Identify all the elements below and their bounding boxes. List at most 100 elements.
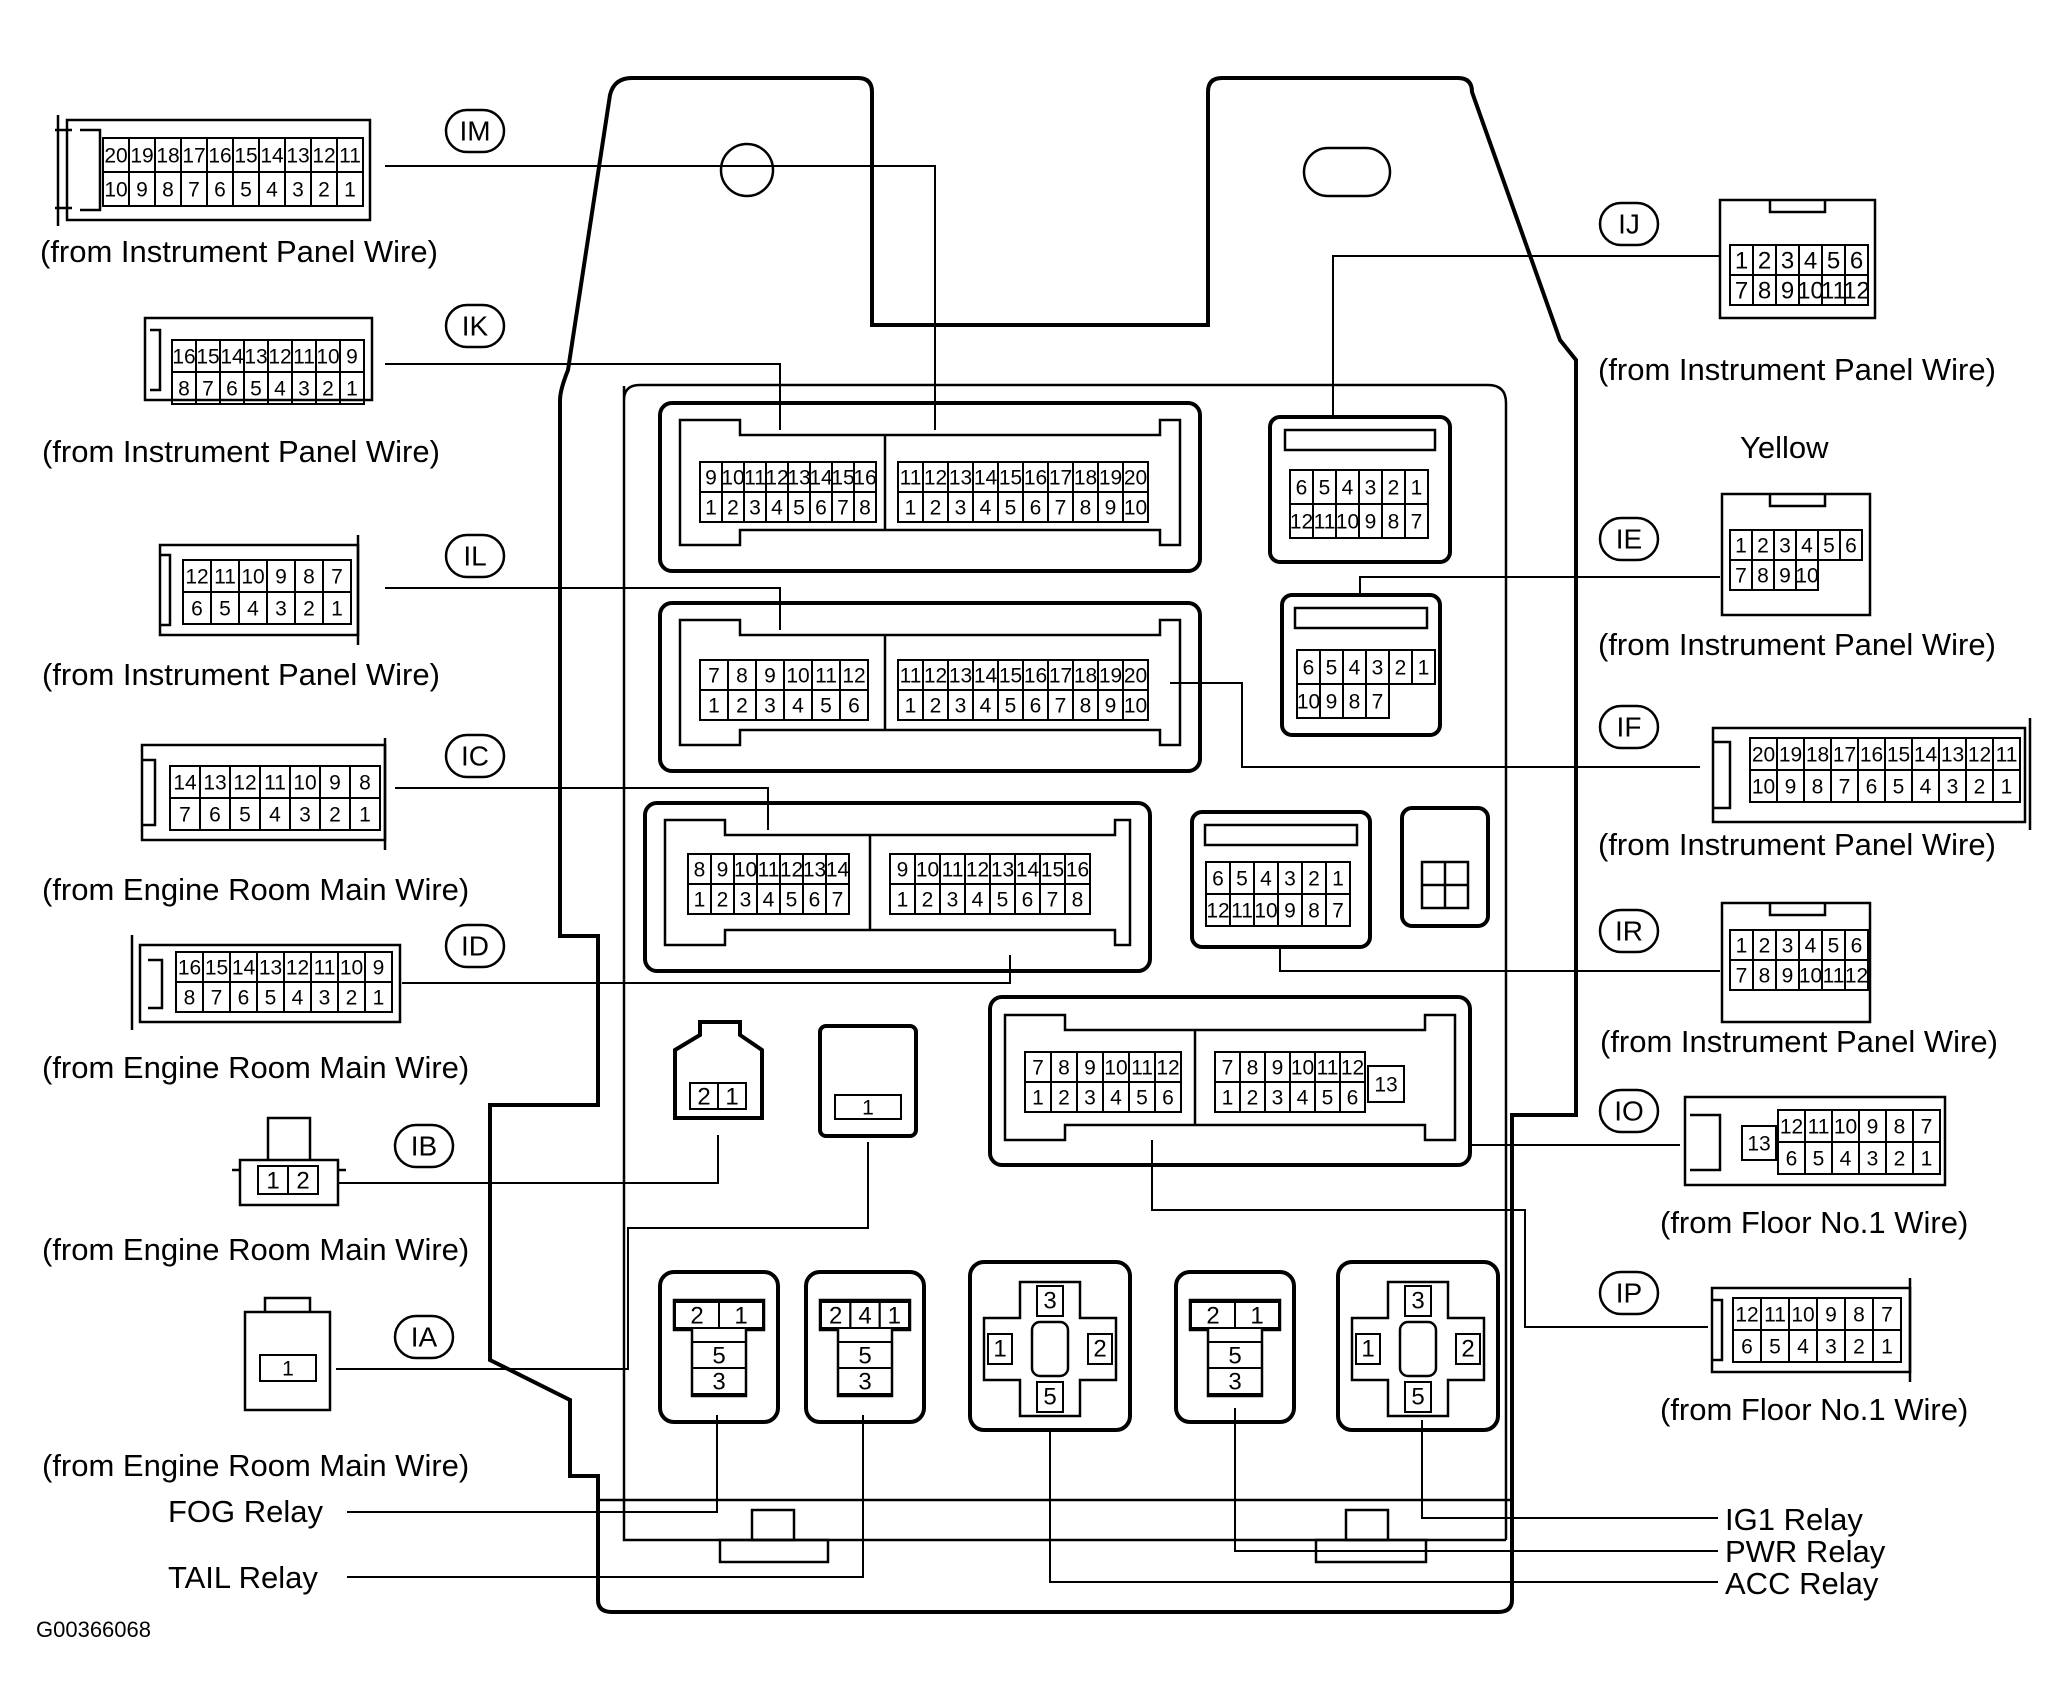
pin-cell: 10: [1253, 893, 1279, 927]
pin-number: 17: [1049, 665, 1072, 688]
pin-number: 4: [1110, 1087, 1122, 1110]
svg-text:IF: IF: [1617, 712, 1642, 743]
pin-number: 5: [1823, 535, 1835, 558]
pin-number: 11: [214, 566, 236, 589]
pin-number: 6: [238, 987, 250, 1010]
pin-cell: 3: [743, 491, 767, 523]
pin-number: 2: [1395, 657, 1407, 680]
pin-cell: 1: [336, 171, 364, 207]
pin-cell: 10: [783, 659, 813, 691]
pin-number: 2: [697, 1084, 710, 1111]
pin-number: 14: [826, 859, 850, 882]
pin-number: 5: [1813, 1148, 1825, 1171]
pin-number: 1: [2001, 776, 2013, 799]
pin-cell: 8: [1239, 1051, 1266, 1083]
pin-cell: 6: [206, 171, 234, 207]
pin-cell: 8: [1803, 769, 1832, 803]
pin-number: 9: [1782, 965, 1794, 988]
pin-cell: 4: [972, 689, 999, 721]
pin-cell: 10: [1335, 503, 1360, 539]
pin-cell: 9: [1358, 503, 1383, 539]
pin-number: 10: [241, 566, 264, 589]
pin-number: 14: [974, 665, 998, 688]
tag-ib: IB: [393, 1123, 455, 1169]
pin-number: 4: [266, 179, 278, 202]
pin-cell: 1: [897, 491, 924, 523]
pin-cell: 2: [310, 171, 338, 207]
pin-number: 15: [1041, 859, 1064, 882]
pin-number: 11: [744, 467, 766, 490]
pin-cell: 1: [1404, 469, 1429, 505]
pin-cell: 1: [339, 371, 365, 405]
pin-number: 9: [1825, 1304, 1837, 1327]
pin-cell: 10: [721, 461, 745, 493]
pin-number: 3: [298, 378, 310, 401]
pin-number: 4: [763, 889, 775, 912]
pin-number: 10: [1124, 497, 1147, 520]
svg-text:IO: IO: [1614, 1096, 1644, 1127]
pin-number: 19: [130, 145, 153, 168]
pin-number: 7: [1411, 511, 1423, 534]
tag-ir: IR: [1598, 908, 1660, 954]
pin-number: 12: [765, 467, 788, 490]
pin-cell: 11: [210, 559, 240, 593]
pin-number: 10: [1752, 776, 1775, 799]
pin-cell: 15: [997, 659, 1024, 691]
pin-cell: 7: [1214, 1051, 1241, 1083]
pin-number: 12: [185, 566, 208, 589]
pin-cell: 1: [364, 981, 393, 1013]
label-ig1-relay: IG1 Relay: [1725, 1502, 1863, 1537]
pin-number: 6: [1296, 477, 1308, 500]
pin-number: 5: [1828, 935, 1840, 958]
pin-number: 3: [275, 598, 287, 621]
pin-cell: 9: [1858, 1109, 1887, 1143]
pin-number: 2: [1974, 776, 1986, 799]
pin-number: 16: [853, 467, 876, 490]
pin-cell: 10: [1749, 769, 1778, 803]
pin-cell: 6: [839, 689, 869, 721]
label-ij: (from Instrument Panel Wire): [1598, 352, 1996, 387]
pin-number: 1: [1411, 477, 1423, 500]
pin-cell: 4: [1253, 861, 1279, 895]
svg-text:ID: ID: [461, 931, 489, 962]
relay-pin: 2: [690, 1303, 703, 1330]
pin-number: 5: [1326, 657, 1338, 680]
pin-cell: 10: [289, 765, 321, 799]
pin-number: 2: [1894, 1148, 1906, 1171]
pin-number: 10: [916, 859, 939, 882]
pin-number: 9: [1365, 511, 1377, 534]
pin-cell: 5: [1821, 244, 1846, 276]
pin-cell: 20: [1122, 659, 1149, 691]
pin-number: 7: [1881, 1304, 1893, 1327]
pin-number: 3: [1084, 1087, 1096, 1110]
pin-cell: 6: [1732, 1329, 1762, 1363]
pin-cell: 11: [259, 765, 291, 799]
pin-number: 10: [1104, 1057, 1127, 1080]
pin-number: 9: [717, 859, 729, 882]
svg-text:IP: IP: [1616, 1278, 1642, 1309]
pin-number: 1: [344, 179, 356, 202]
pin-number: 11: [1231, 900, 1253, 923]
pin-cell: 7: [1912, 1109, 1941, 1143]
pin-cell: 15: [202, 951, 231, 983]
pin-cell: 10: [102, 171, 130, 207]
pin-cell: 4: [259, 797, 291, 831]
pin-number: 7: [202, 378, 214, 401]
pin-cell: 6: [1289, 469, 1314, 505]
pin-cell: 6: [1777, 1141, 1806, 1175]
pin-cell: 3: [939, 883, 966, 915]
pin-number: 6: [848, 695, 860, 718]
pin-number: 5: [219, 598, 231, 621]
pin-cell: 6: [1339, 1081, 1366, 1113]
relay-pin: 1: [993, 1336, 1006, 1363]
pin-cell: 10: [238, 559, 268, 593]
leader-lines: [336, 165, 1720, 1583]
pin-number: 10: [1834, 1116, 1857, 1139]
pin-number: 13: [803, 859, 826, 882]
pin-number: 10: [340, 957, 363, 980]
pin-cell: 15: [997, 461, 1024, 493]
pin-number: 5: [1236, 868, 1248, 891]
relay-pin: 3: [1411, 1288, 1424, 1315]
